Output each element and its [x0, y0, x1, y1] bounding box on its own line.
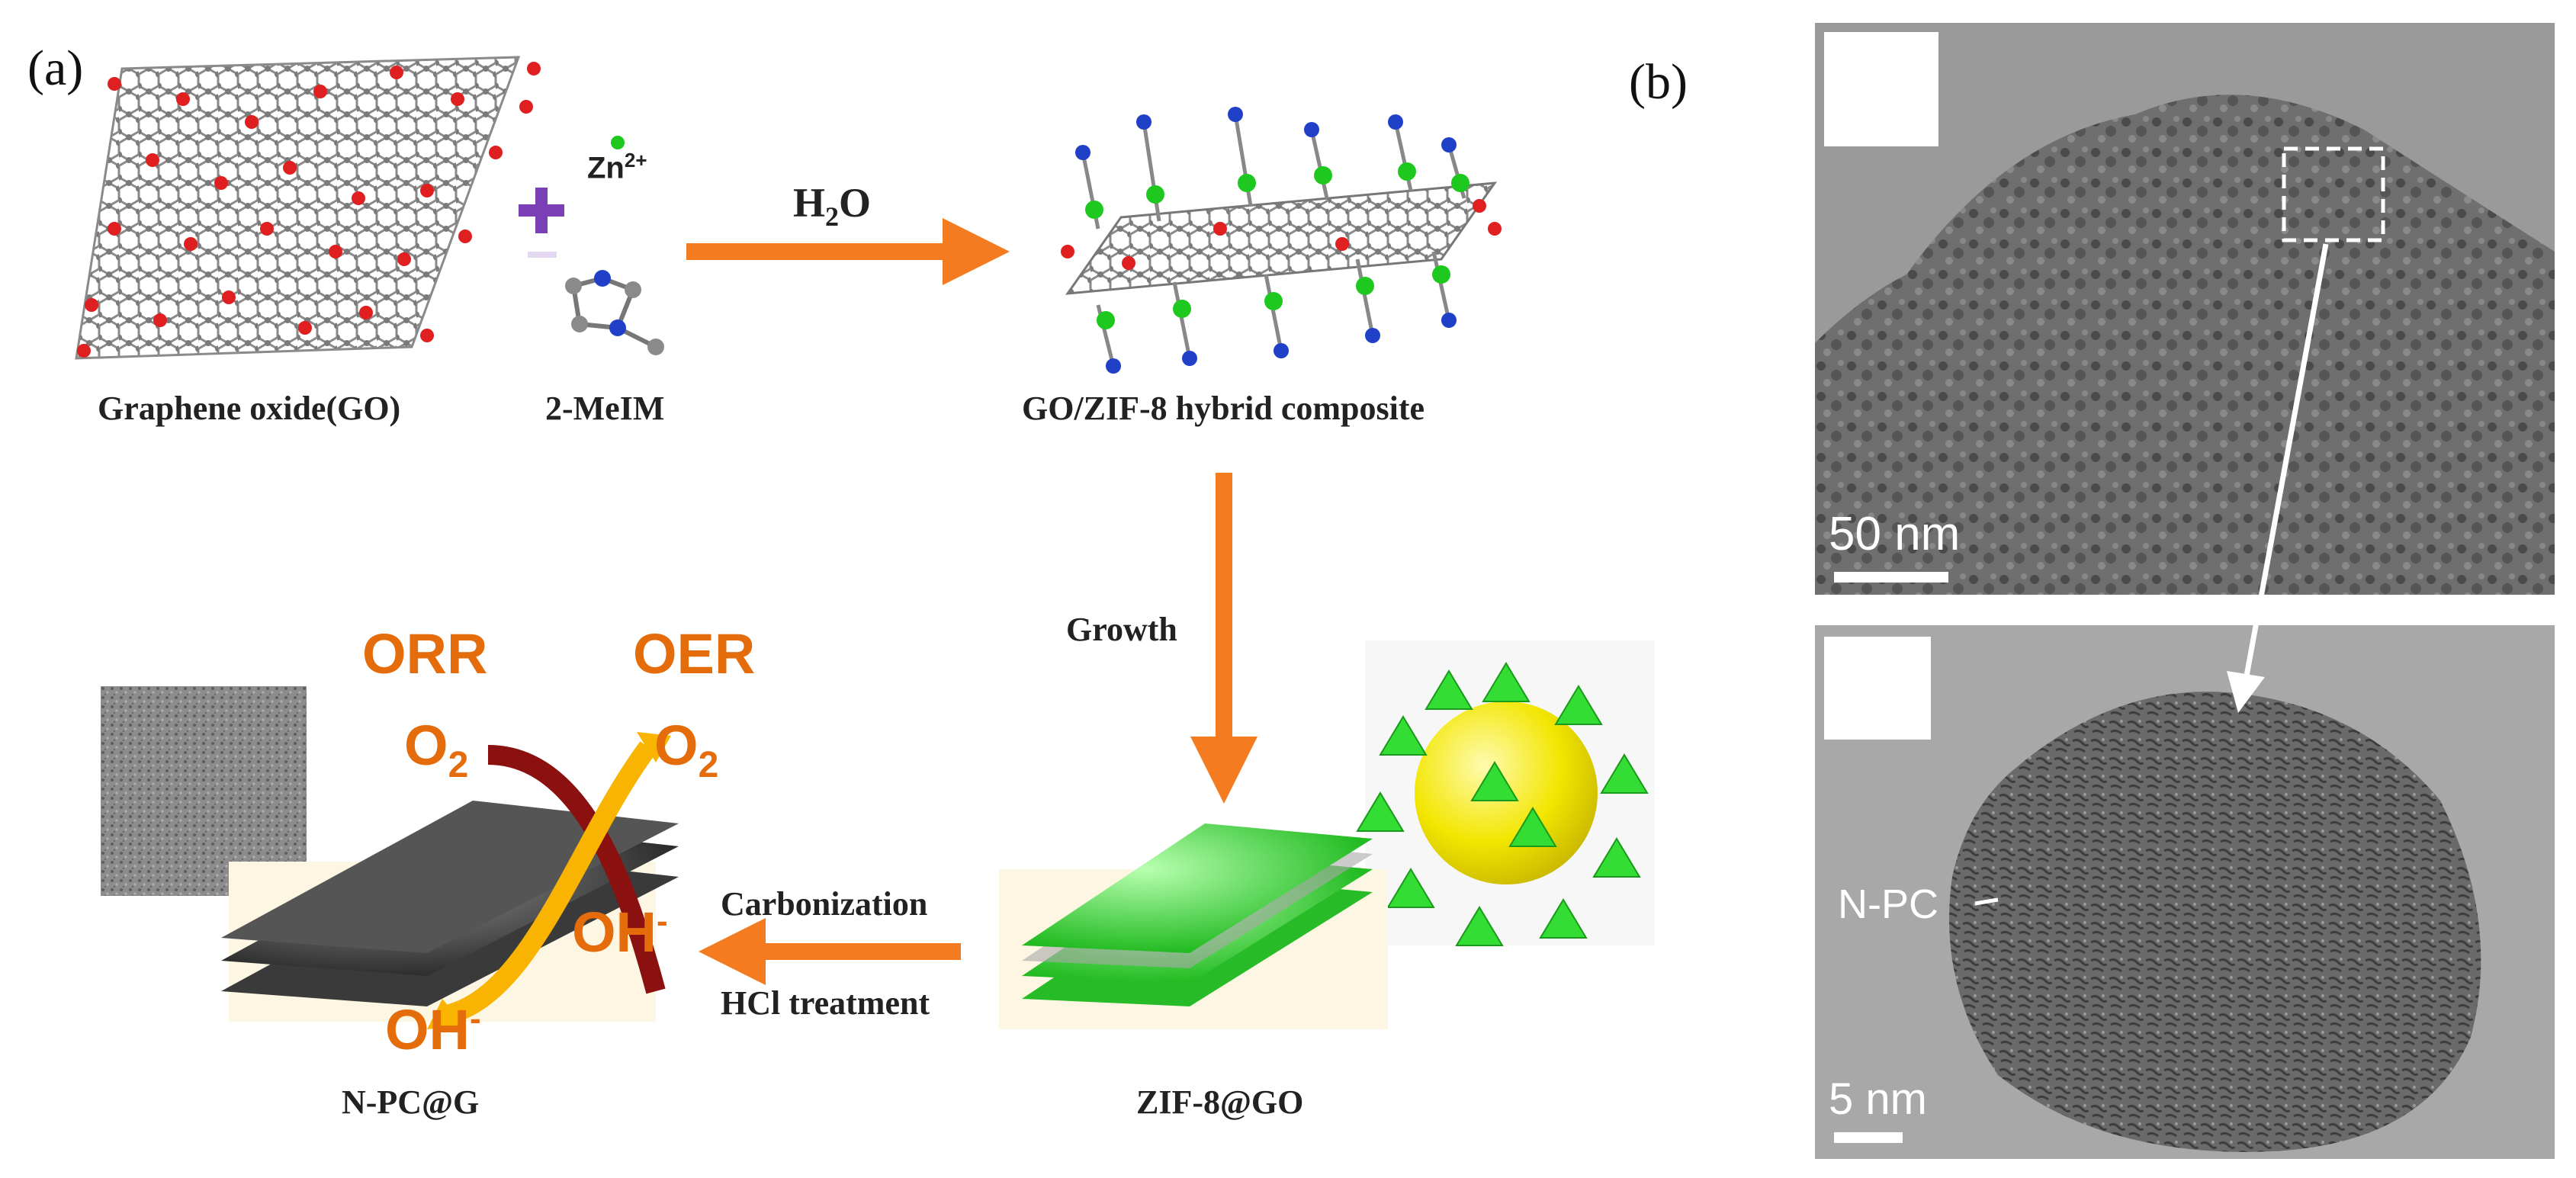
hcl-treatment-label: HCl treatment	[721, 984, 930, 1022]
hybrid-composite-illustration	[1061, 107, 1502, 374]
tem-top-label-box	[1824, 32, 1938, 146]
plus-icon	[519, 188, 564, 258]
oer-arrowhead	[637, 732, 671, 762]
panel-a-label: (a)	[27, 40, 84, 96]
oh-arrowhead	[427, 999, 465, 1029]
zif8-cage-illustration	[1356, 640, 1655, 946]
zn-ion-icon	[611, 136, 625, 149]
graphene-oxide-sheet	[75, 56, 541, 360]
panel-b-label: (b)	[1629, 54, 1688, 110]
carbonization-label: Carbonization	[721, 885, 928, 923]
npc-tem-inset	[101, 686, 307, 896]
o2-right-label: O2	[654, 714, 719, 785]
zif8-go-label: ZIF-8@GO	[1136, 1083, 1304, 1121]
meim-label: 2-MeIM	[545, 390, 665, 427]
hybrid-composite-label: GO/ZIF-8 hybrid composite	[1022, 390, 1425, 427]
oh-lower-label: OH-	[385, 998, 481, 1061]
zoom-connector-arrowhead	[2227, 671, 2265, 713]
o2-left-label: O2	[404, 714, 469, 785]
meim-molecule-icon	[565, 270, 664, 355]
oer-arrow	[447, 741, 657, 1024]
tem-bottom-label-box	[1824, 637, 1931, 740]
tem-top-zoom-box	[2282, 146, 2385, 242]
scale-top-label: 50 nm	[1829, 508, 1961, 560]
oh-upper-label: OH-	[572, 900, 668, 964]
h2o-label: H2O	[793, 180, 872, 232]
npc-label: N-PC	[1838, 881, 1938, 927]
tem-bottom-scalebar	[1834, 1132, 1903, 1143]
tem-top-scalebar	[1834, 572, 1948, 583]
zn-ion-label: Zn2+	[587, 149, 647, 185]
npc-g-label: N-PC@G	[342, 1083, 480, 1121]
npc-pointer-line	[1974, 897, 1999, 906]
panel-a-diagram	[75, 56, 1655, 1029]
zif8-go-illustration	[999, 823, 1388, 1029]
oer-label: OER	[633, 622, 756, 685]
panel-b-tem-images	[1815, 23, 2555, 1159]
scale-bottom-label: 5 nm	[1829, 1074, 1927, 1124]
growth-label: Growth	[1066, 611, 1177, 648]
graphene-oxide-label: Graphene oxide(GO)	[98, 390, 401, 427]
zoom-connector-arrow	[2243, 243, 2329, 681]
orr-label: ORR	[362, 622, 488, 685]
